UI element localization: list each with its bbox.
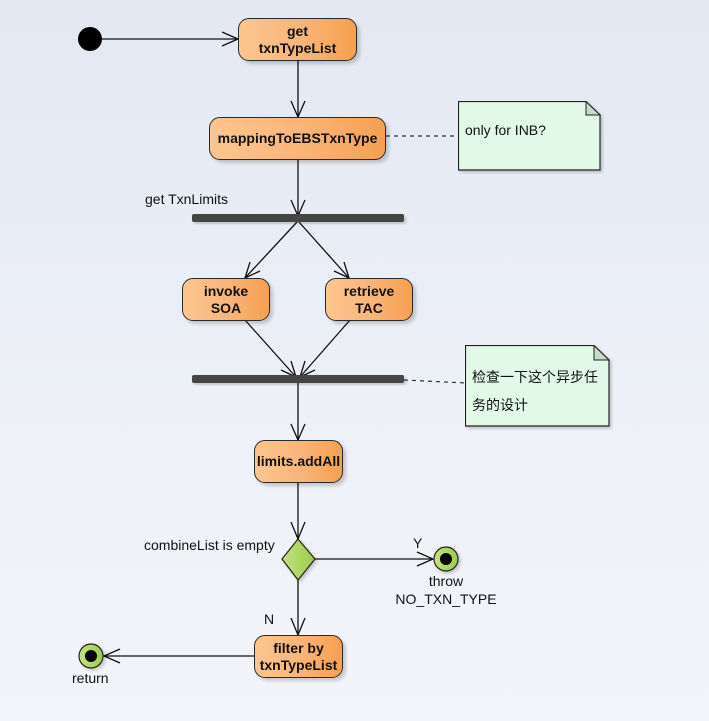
note-link-async: [403, 379, 467, 384]
action-filter-by-txn-type-list[interactable]: filter by txnTypeList: [254, 635, 343, 678]
arrowhead: [102, 648, 121, 664]
initial-node[interactable]: [78, 27, 102, 51]
note-text: only for INB?: [465, 122, 546, 138]
return-final-label: return: [72, 670, 109, 686]
guard-no-label: N: [264, 611, 275, 627]
flow-fork-to-retrieve-tac: [298, 221, 350, 279]
guard-yes-label: Y: [413, 535, 423, 551]
note-async-design[interactable]: 检查一下这个异步任 务的设计: [465, 345, 611, 427]
fork-label: get TxnLimits: [145, 191, 228, 207]
flow-fork-to-invoke-soa: [244, 221, 298, 279]
flow-retrieve-tac-to-join: [299, 319, 351, 378]
note-text: 检查一下这个异步任 务的设计: [472, 369, 598, 413]
action-get-txn-type-list[interactable]: get txnTypeList: [238, 18, 357, 61]
note-shape: [458, 101, 602, 171]
note-shape: [465, 345, 611, 427]
fork-bar[interactable]: [192, 214, 404, 222]
decision-label: combineList is empty: [144, 537, 275, 553]
action-retrieve-tac[interactable]: retrieve TAC: [325, 278, 413, 321]
join-bar[interactable]: [192, 375, 404, 383]
flow-invoke-soa-to-join: [244, 319, 297, 378]
decision-node[interactable]: [281, 538, 316, 581]
throw-final-node[interactable]: [433, 546, 459, 572]
note-only-for-inb[interactable]: only for INB?: [458, 101, 602, 171]
throw-final-label: throw NO_TXN_TYPE: [395, 573, 497, 607]
action-mapping-to-ebs-txn-type[interactable]: mappingToEBSTxnType: [209, 117, 386, 160]
return-final-node[interactable]: [78, 643, 104, 669]
arrowhead: [416, 551, 435, 567]
action-invoke-soa[interactable]: invoke SOA: [182, 278, 270, 321]
action-limits-add-all[interactable]: limits.addAll: [254, 440, 343, 483]
